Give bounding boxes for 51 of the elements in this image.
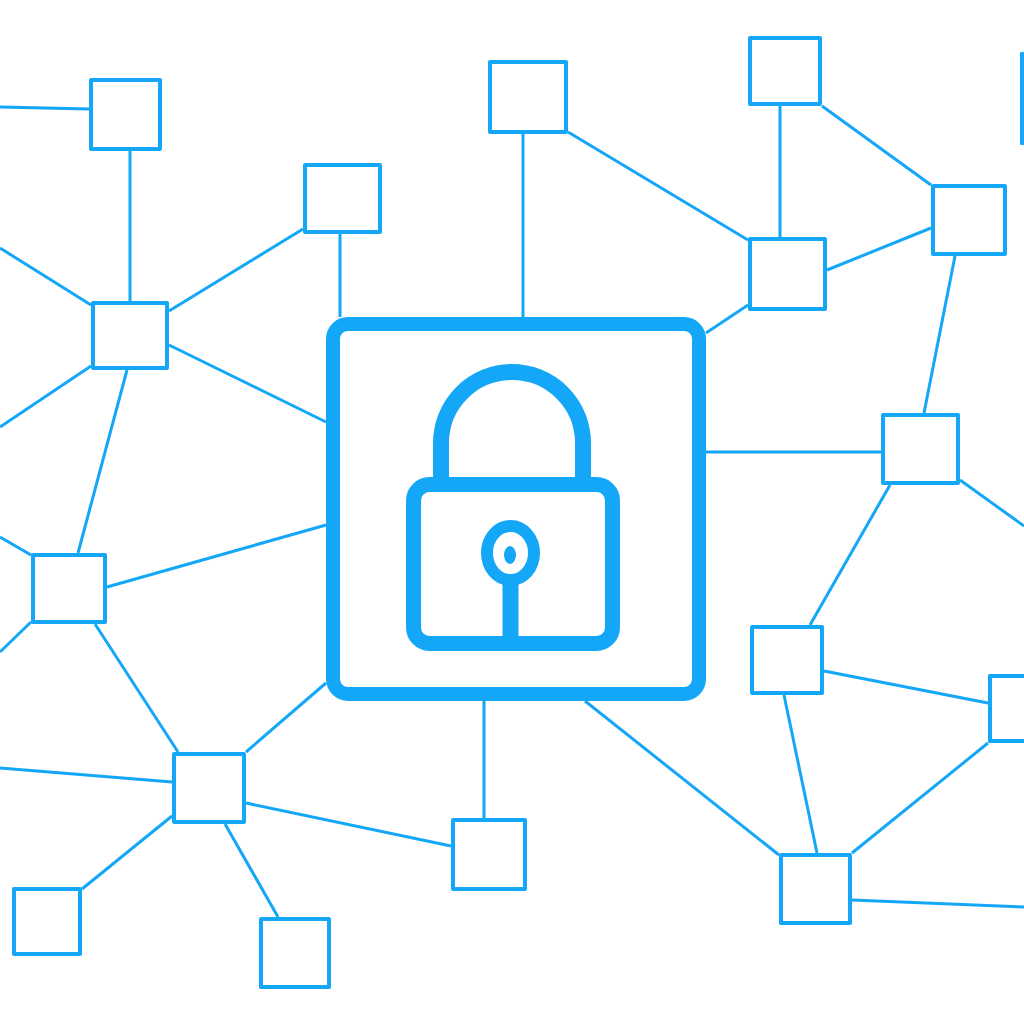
connector-line: [168, 343, 327, 424]
network-node-box: [931, 184, 1007, 256]
network-node-box: [748, 237, 827, 311]
network-node-box: [881, 413, 960, 485]
connector-line: [567, 130, 749, 242]
connector-line: [778, 106, 782, 237]
connector-line: [93, 623, 180, 753]
connector-line: [128, 151, 132, 301]
connector-line: [851, 741, 989, 855]
connector-line: [521, 134, 525, 317]
connector-line: [0, 364, 92, 429]
network-node-box: [779, 853, 852, 925]
connector-line: [808, 484, 892, 626]
connector-line: [823, 669, 989, 705]
connector-line: [851, 898, 1024, 909]
connector-line: [338, 234, 342, 317]
network-node-box: [89, 78, 162, 151]
network-node-box: [750, 625, 824, 695]
connector-line: [76, 369, 129, 554]
connector-line: [482, 701, 486, 818]
network-node-box: [1020, 52, 1024, 145]
connector-line: [168, 227, 304, 313]
connector-line: [0, 766, 173, 784]
connector-line: [706, 450, 881, 454]
network-node-box: [91, 301, 169, 370]
connector-line: [0, 105, 90, 111]
connector-line: [959, 478, 1024, 528]
network-node-box: [172, 752, 246, 824]
network-node-box: [488, 60, 568, 134]
connector-line: [245, 681, 327, 754]
connector-line: [106, 523, 327, 589]
connector-line: [705, 303, 749, 335]
connector-line: [81, 814, 173, 891]
connector-line: [584, 699, 780, 857]
network-node-box: [988, 674, 1024, 743]
network-node-box: [12, 887, 82, 956]
network-node-box: [259, 917, 331, 989]
connector-line: [782, 694, 819, 854]
connector-line: [245, 801, 452, 848]
connector-line: [821, 104, 932, 187]
connector-line: [0, 535, 32, 557]
network-node-box: [303, 163, 382, 234]
lock-frame: [326, 317, 706, 701]
connector-line: [826, 226, 932, 272]
connector-line: [0, 620, 33, 654]
connector-line: [922, 255, 957, 414]
connector-line: [223, 823, 280, 918]
connector-line: [0, 246, 92, 307]
network-node-box: [451, 818, 527, 891]
network-node-box: [31, 553, 107, 624]
network-node-box: [748, 36, 822, 106]
